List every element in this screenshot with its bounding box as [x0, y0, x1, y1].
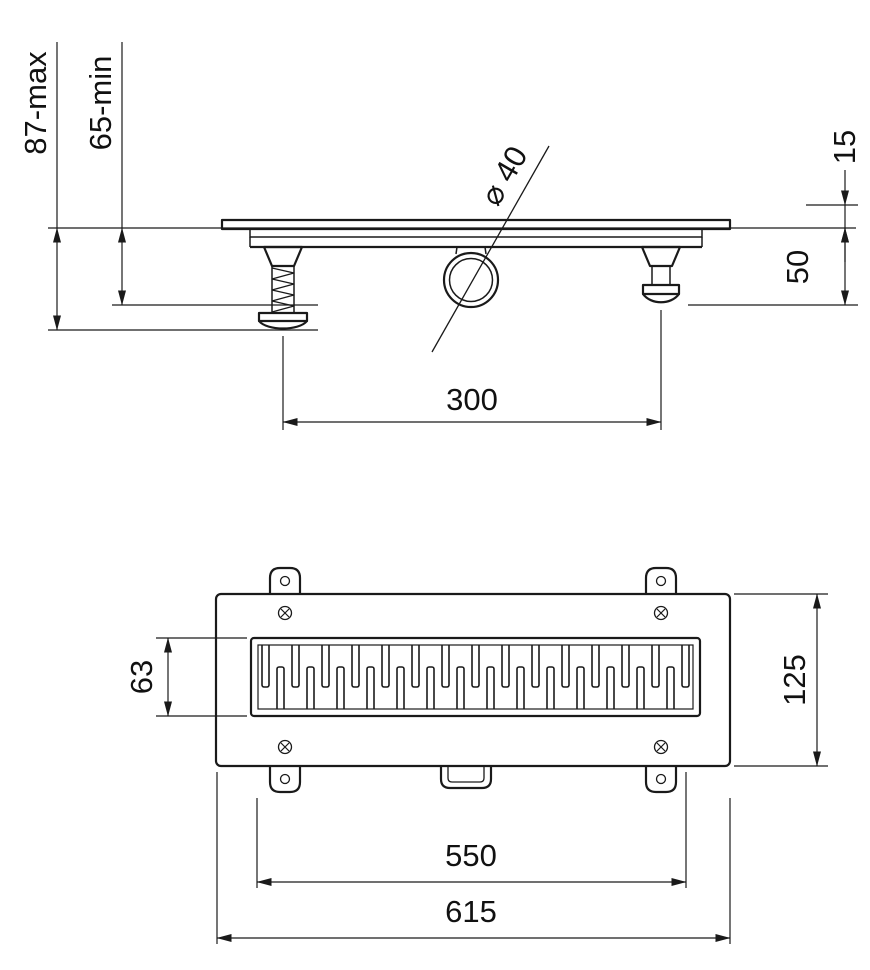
dim-label-height-min: 65-min [83, 56, 118, 151]
mounting-tab-bottom-left [268, 765, 302, 794]
outlet-inner-circle [448, 257, 494, 303]
dim-label-overall-length: 615 [445, 894, 497, 929]
elevation-view: ⌀ 40 87-max 65-min [18, 42, 862, 430]
tab-hole-bottom-left [279, 773, 291, 785]
dimension-grate-length: 550 [256, 772, 687, 888]
mounting-tab-top-right [644, 566, 678, 595]
outlet-stub-outer [439, 766, 493, 790]
dim-label-outlet-spacing: 300 [446, 382, 498, 417]
dim-label-top-offset: 15 [827, 130, 862, 164]
left-foot-pad-dome [258, 320, 308, 330]
drain-body-plan [214, 592, 732, 768]
tab-hole-top-left [279, 575, 291, 587]
outlet-boss-left [455, 246, 458, 255]
dimension-outlet-spacing: 300 [282, 310, 662, 430]
mounting-tabs [268, 566, 678, 794]
left-foot-bracket [262, 245, 304, 268]
left-foot-thread [271, 267, 295, 313]
outlet-leader-line [431, 145, 550, 353]
outlet-boss-right [484, 246, 487, 255]
screw-top-left [277, 605, 293, 621]
screw-bottom-left [277, 739, 293, 755]
plan-view: 63 125 550 615 [124, 566, 828, 944]
right-foot-bracket [640, 245, 682, 268]
outlet-stub [439, 766, 493, 790]
dimension-overall-length: 615 [216, 772, 731, 944]
dim-label-height-max: 87-max [18, 51, 53, 155]
grate-frame-outer [249, 636, 702, 718]
grate [249, 636, 702, 718]
tab-hole-top-right [655, 575, 667, 587]
outlet-outer-circle [442, 251, 500, 309]
dimension-body-width: 125 [734, 593, 828, 767]
dim-label-grate-width: 63 [124, 660, 159, 694]
dim-label-depth: 50 [780, 250, 815, 284]
dimension-depth: 50 [780, 227, 849, 306]
left-foot [257, 245, 309, 330]
grate-slots [258, 645, 693, 709]
right-foot [640, 245, 682, 304]
outlet-stub-inner [447, 766, 485, 783]
mounting-tab-bottom-right [644, 765, 678, 794]
dim-label-grate-length: 550 [445, 838, 497, 873]
dimension-height-min: 65-min [83, 42, 126, 306]
tab-hole-bottom-right [655, 773, 667, 785]
dim-label-body-width: 125 [777, 654, 812, 706]
grate-edge-band [249, 228, 703, 238]
dimension-grate-width: 63 [124, 637, 247, 717]
screw-bottom-right [653, 739, 669, 755]
right-foot-pad-dome [642, 293, 680, 304]
right-foot-pad [641, 283, 681, 296]
dimension-height-max: 87-max [18, 42, 61, 331]
corner-screws [277, 605, 669, 755]
drain-body-section [220, 218, 732, 255]
screw-top-right [653, 605, 669, 621]
mounting-tab-top-left [268, 566, 302, 595]
left-foot-pad [257, 311, 309, 323]
dim-label-outlet-diameter: ⌀ 40 [473, 140, 534, 211]
